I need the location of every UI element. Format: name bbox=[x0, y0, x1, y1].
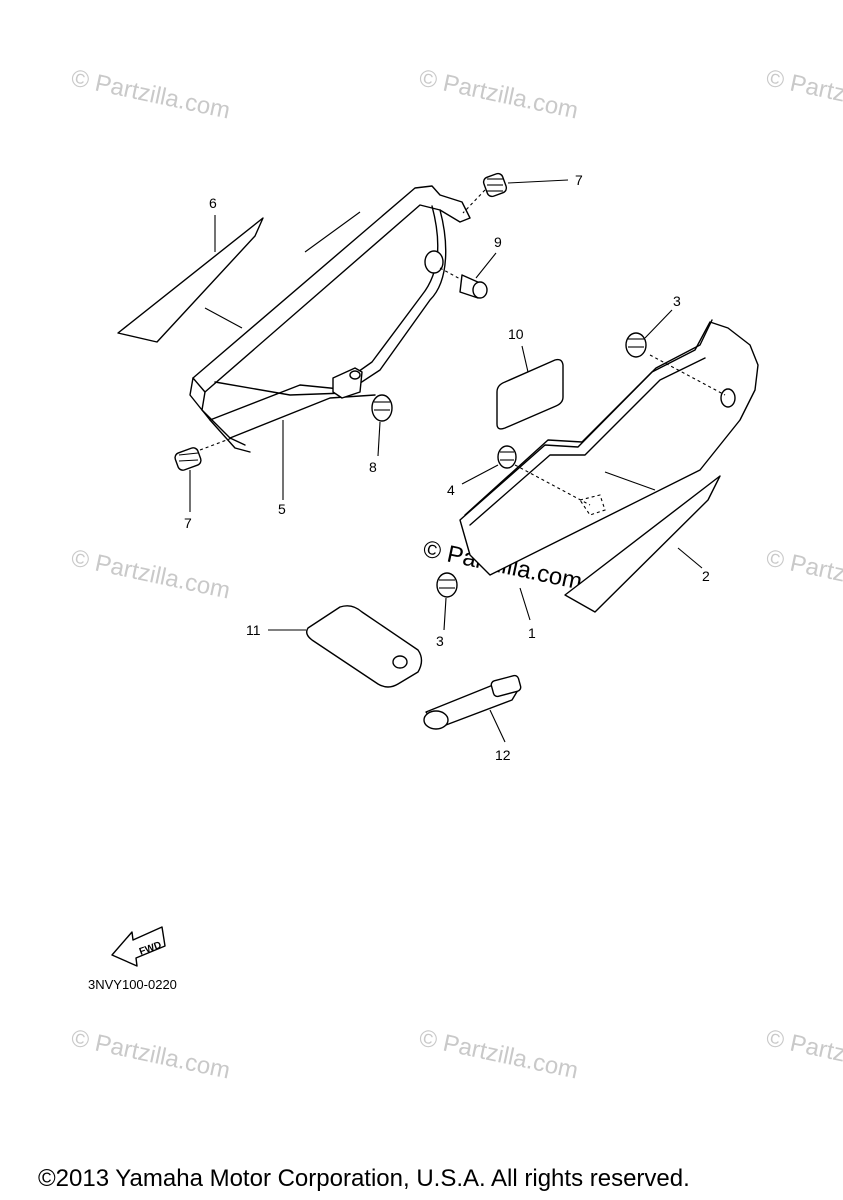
callout-7-bottom: 7 bbox=[184, 515, 192, 531]
part-7-grommet-top bbox=[462, 172, 569, 214]
callout-8: 8 bbox=[369, 459, 377, 475]
part-10-label bbox=[496, 345, 564, 430]
part-4-grommet bbox=[461, 445, 517, 485]
callout-12: 12 bbox=[495, 747, 511, 763]
callout-11: 11 bbox=[246, 622, 261, 638]
watermarks: © Partzilla.com © Partzilla.com © Partzi… bbox=[69, 64, 843, 1084]
watermark-top-right: © Partzilla.com bbox=[764, 64, 843, 124]
watermark-bottom-left: © Partzilla.com bbox=[69, 1024, 233, 1084]
watermark-bottom-right: © Partzilla.com bbox=[764, 1024, 843, 1084]
callout-labels: 1 2 3 4 5 6 7 8 9 10 11 12 3 7 bbox=[184, 172, 710, 763]
part-1-side-cover bbox=[459, 319, 759, 621]
part-11-pad bbox=[268, 605, 423, 688]
watermark-top-left: © Partzilla.com bbox=[69, 64, 233, 124]
watermark-bottom-center: © Partzilla.com bbox=[417, 1024, 581, 1084]
callout-9: 9 bbox=[494, 234, 502, 250]
part-3-grommet-top bbox=[625, 309, 673, 358]
part-5-bracket bbox=[189, 185, 471, 500]
callout-6: 6 bbox=[209, 195, 217, 211]
watermark-mid-right: © Partzilla.com bbox=[764, 544, 843, 604]
callout-4: 4 bbox=[447, 482, 455, 498]
part-6-emblem bbox=[117, 215, 264, 343]
callout-3-top: 3 bbox=[673, 293, 681, 309]
callout-5: 5 bbox=[278, 501, 286, 517]
part-8-grommet bbox=[371, 394, 393, 457]
part-7-grommet-bottom bbox=[174, 437, 233, 512]
callout-2: 2 bbox=[702, 568, 710, 584]
callout-1: 1 bbox=[528, 625, 536, 641]
copyright-notice: ©2013 Yamaha Motor Corporation, U.S.A. A… bbox=[38, 1165, 690, 1192]
callout-7-top: 7 bbox=[575, 172, 583, 188]
part-9-collar bbox=[424, 250, 497, 299]
part-12-strap bbox=[423, 674, 522, 743]
part-2-decal bbox=[564, 475, 721, 613]
watermark-mid-left: © Partzilla.com bbox=[69, 544, 233, 604]
watermark-top-center: © Partzilla.com bbox=[417, 64, 581, 124]
part-3-grommet-bottom bbox=[436, 572, 458, 631]
callout-10: 10 bbox=[508, 326, 524, 342]
callout-3-bottom: 3 bbox=[436, 633, 444, 649]
diagram-code: 3NVY100-0220 bbox=[88, 977, 177, 992]
fwd-arrow-icon: FWD bbox=[111, 926, 166, 967]
